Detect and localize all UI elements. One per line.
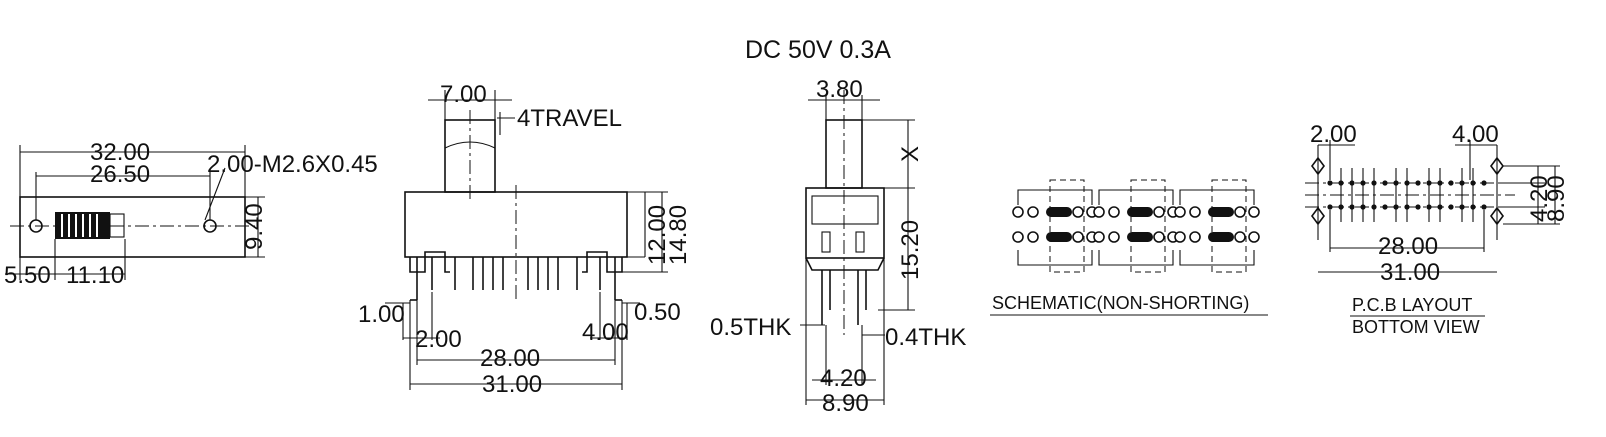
dim-knob-7: 7.00	[440, 81, 487, 108]
dim-8-9: 8.90	[822, 390, 869, 417]
pcb-label-1: P.C.B LAYOUT	[1352, 295, 1472, 315]
dim-9-4: 9.40	[241, 203, 268, 250]
dim-14-8: 14.80	[665, 205, 692, 265]
pcb-dim-4: 4.00	[1452, 121, 1499, 148]
front-view: 32.00 26.50 2.00-M2.6X0.45 9.40 5.50 11.…	[4, 139, 378, 289]
dim-31: 31.00	[482, 371, 542, 398]
pcb-dim-2: 2.00	[1310, 121, 1357, 148]
dim-1: 1.00	[358, 301, 405, 328]
dim-32: 32.00	[90, 139, 150, 166]
dim-26-5: 26.50	[90, 161, 150, 188]
end-body	[805, 187, 885, 259]
pcb-dim-28: 28.00	[1378, 233, 1438, 260]
dim-11-1: 11.10	[66, 262, 124, 289]
side-pins	[410, 257, 622, 301]
dim-15-2: 15.20	[897, 220, 924, 280]
schematic-contacts	[1012, 206, 1260, 243]
dim-2: 2.00	[415, 326, 462, 353]
pcb-dim-31: 31.00	[1380, 259, 1440, 286]
end-view: 3.80 X 15.20 0.5THK 0.4THK 4.20 8.90	[710, 76, 966, 417]
dim-5-5: 5.50	[4, 262, 51, 289]
dim-x: X	[897, 146, 924, 162]
front-body	[19, 196, 246, 258]
rating-title: DC 50V 0.3A	[745, 36, 891, 64]
dim-knob-3-8: 3.80	[816, 76, 863, 103]
side-view: 7.00 4TRAVEL 12.00 14.80 1.00 2.00 4.00 …	[358, 81, 692, 398]
dim-4: 4.00	[582, 319, 629, 346]
dim-28: 28.00	[480, 345, 540, 372]
slider-cap	[109, 213, 125, 238]
pcb-layout: 2.00 4.00 4.20 8.90 28.00 31.00 P.C.B LA…	[1305, 121, 1570, 337]
pcb-label-2: BOTTOM VIEW	[1352, 317, 1480, 337]
schematic-label: SCHEMATIC(NON-SHORTING)	[992, 293, 1249, 313]
dim-0-5: 0.50	[634, 299, 681, 326]
schematic: SCHEMATIC(NON-SHORTING)	[990, 179, 1268, 316]
dim-hole: 2.00-M2.6X0.45	[207, 151, 378, 178]
dim-travel: 4TRAVEL	[517, 105, 622, 132]
dim-4-2: 4.20	[820, 365, 867, 392]
dim-thk-05: 0.5THK	[710, 314, 791, 341]
pcb-dim-4-2: 4.20	[1526, 175, 1553, 222]
dim-12: 12.00	[644, 205, 671, 265]
pcb-dim-8-9: 8.90	[1543, 175, 1570, 222]
dim-thk-04: 0.4THK	[885, 324, 966, 351]
